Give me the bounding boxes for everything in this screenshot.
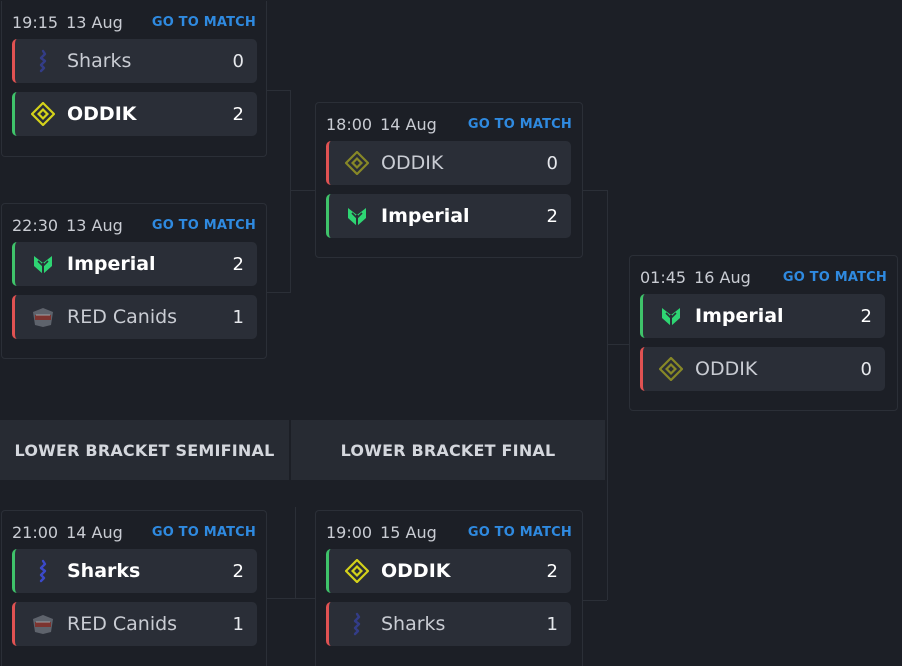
team-row[interactable]: Sharks 2 xyxy=(12,549,257,593)
sharks-logo-icon xyxy=(31,49,55,73)
team-row[interactable]: ODDIK 2 xyxy=(12,92,257,136)
match-header: 21:00 14 Aug GO TO MATCH xyxy=(12,521,256,543)
match-time: 21:00 xyxy=(12,522,59,542)
match-card: 19:15 13 Aug GO TO MATCH Sharks 0 ODDIK … xyxy=(1,1,267,157)
match-date: 14 Aug xyxy=(66,522,123,542)
team-score: 1 xyxy=(232,613,244,635)
team-row[interactable]: Sharks 0 xyxy=(12,39,257,83)
team-name: Imperial xyxy=(695,305,784,327)
team-row[interactable]: RED Canids 1 xyxy=(12,602,257,646)
match-card: 01:45 16 Aug GO TO MATCH Imperial 2 ODDI… xyxy=(629,255,898,411)
oddik-logo-icon xyxy=(345,559,369,583)
match-time: 19:15 xyxy=(12,12,59,32)
match-header: 18:00 14 Aug GO TO MATCH xyxy=(326,113,572,135)
bracket-connector xyxy=(607,190,608,600)
team-row[interactable]: Sharks 1 xyxy=(326,602,571,646)
match-time: 19:00 xyxy=(326,522,373,542)
bracket-connector xyxy=(267,598,315,599)
team-row[interactable]: ODDIK 0 xyxy=(640,347,885,391)
team-score: 1 xyxy=(232,306,244,328)
team-name: Sharks xyxy=(381,613,446,635)
imperial-logo-icon xyxy=(659,304,683,328)
bracket-connector xyxy=(295,507,296,598)
team-name: Imperial xyxy=(381,205,470,227)
imperial-logo-icon xyxy=(345,204,369,228)
go-to-match-link[interactable]: GO TO MATCH xyxy=(151,217,256,233)
team-score: 2 xyxy=(546,205,558,227)
match-card: 22:30 13 Aug GO TO MATCH Imperial 2 RED … xyxy=(1,203,267,359)
match-date: 13 Aug xyxy=(66,215,123,235)
match-header: 19:15 13 Aug GO TO MATCH xyxy=(12,11,256,33)
bracket-connector xyxy=(267,90,290,91)
bracket-connector xyxy=(267,292,290,293)
bracket-connector xyxy=(607,344,629,345)
match-header: 22:30 13 Aug GO TO MATCH xyxy=(12,214,256,236)
imperial-logo-icon xyxy=(31,252,55,276)
bracket-connector xyxy=(583,600,607,601)
stage-label: LOWER BRACKET SEMIFINAL xyxy=(14,440,275,460)
team-score: 0 xyxy=(860,358,872,380)
match-card: 21:00 14 Aug GO TO MATCH Sharks 2 RED Ca… xyxy=(1,510,267,666)
team-name: RED Canids xyxy=(67,306,178,328)
match-date: 15 Aug xyxy=(380,522,437,542)
stage-header-lower-semifinal: LOWER BRACKET SEMIFINAL xyxy=(0,420,289,480)
team-score: 0 xyxy=(232,50,244,72)
stage-label: LOWER BRACKET FINAL xyxy=(340,440,556,460)
bracket-connector xyxy=(290,190,315,191)
team-name: ODDIK xyxy=(381,152,444,174)
bracket-connector xyxy=(583,190,607,191)
sharks-logo-icon xyxy=(345,612,369,636)
go-to-match-link[interactable]: GO TO MATCH xyxy=(467,116,572,132)
team-row[interactable]: Imperial 2 xyxy=(12,242,257,286)
team-row[interactable]: Imperial 2 xyxy=(326,194,571,238)
team-score: 0 xyxy=(546,152,558,174)
match-header: 19:00 15 Aug GO TO MATCH xyxy=(326,521,572,543)
red-canids-logo-icon xyxy=(31,305,55,329)
oddik-logo-icon xyxy=(345,151,369,175)
team-name: RED Canids xyxy=(67,613,178,635)
go-to-match-link[interactable]: GO TO MATCH xyxy=(467,524,572,540)
team-row[interactable]: RED Canids 1 xyxy=(12,295,257,339)
bracket-connector xyxy=(290,90,291,293)
match-header: 01:45 16 Aug GO TO MATCH xyxy=(640,266,887,288)
team-score: 2 xyxy=(232,103,244,125)
go-to-match-link[interactable]: GO TO MATCH xyxy=(782,269,887,285)
team-name: ODDIK xyxy=(695,358,758,380)
team-score: 1 xyxy=(546,613,558,635)
red-canids-logo-icon xyxy=(31,612,55,636)
go-to-match-link[interactable]: GO TO MATCH xyxy=(151,524,256,540)
go-to-match-link[interactable]: GO TO MATCH xyxy=(151,14,256,30)
match-time: 18:00 xyxy=(326,114,373,134)
oddik-logo-icon xyxy=(31,102,55,126)
team-name: Imperial xyxy=(67,253,156,275)
match-time: 22:30 xyxy=(12,215,59,235)
stage-header-lower-final: LOWER BRACKET FINAL xyxy=(291,420,605,480)
team-name: ODDIK xyxy=(381,560,451,582)
team-row[interactable]: Imperial 2 xyxy=(640,294,885,338)
team-name: ODDIK xyxy=(67,103,137,125)
team-score: 2 xyxy=(232,560,244,582)
match-card: 19:00 15 Aug GO TO MATCH ODDIK 2 Sharks … xyxy=(315,510,583,666)
team-score: 2 xyxy=(546,560,558,582)
team-name: Sharks xyxy=(67,50,132,72)
team-row[interactable]: ODDIK 0 xyxy=(326,141,571,185)
team-name: Sharks xyxy=(67,560,141,582)
match-card: 18:00 14 Aug GO TO MATCH ODDIK 0 Imperia… xyxy=(315,102,583,258)
sharks-logo-icon xyxy=(31,559,55,583)
match-date: 13 Aug xyxy=(66,12,123,32)
team-score: 2 xyxy=(232,253,244,275)
match-date: 16 Aug xyxy=(694,267,751,287)
match-time: 01:45 xyxy=(640,267,687,287)
match-date: 14 Aug xyxy=(380,114,437,134)
team-score: 2 xyxy=(860,305,872,327)
oddik-logo-icon xyxy=(659,357,683,381)
team-row[interactable]: ODDIK 2 xyxy=(326,549,571,593)
